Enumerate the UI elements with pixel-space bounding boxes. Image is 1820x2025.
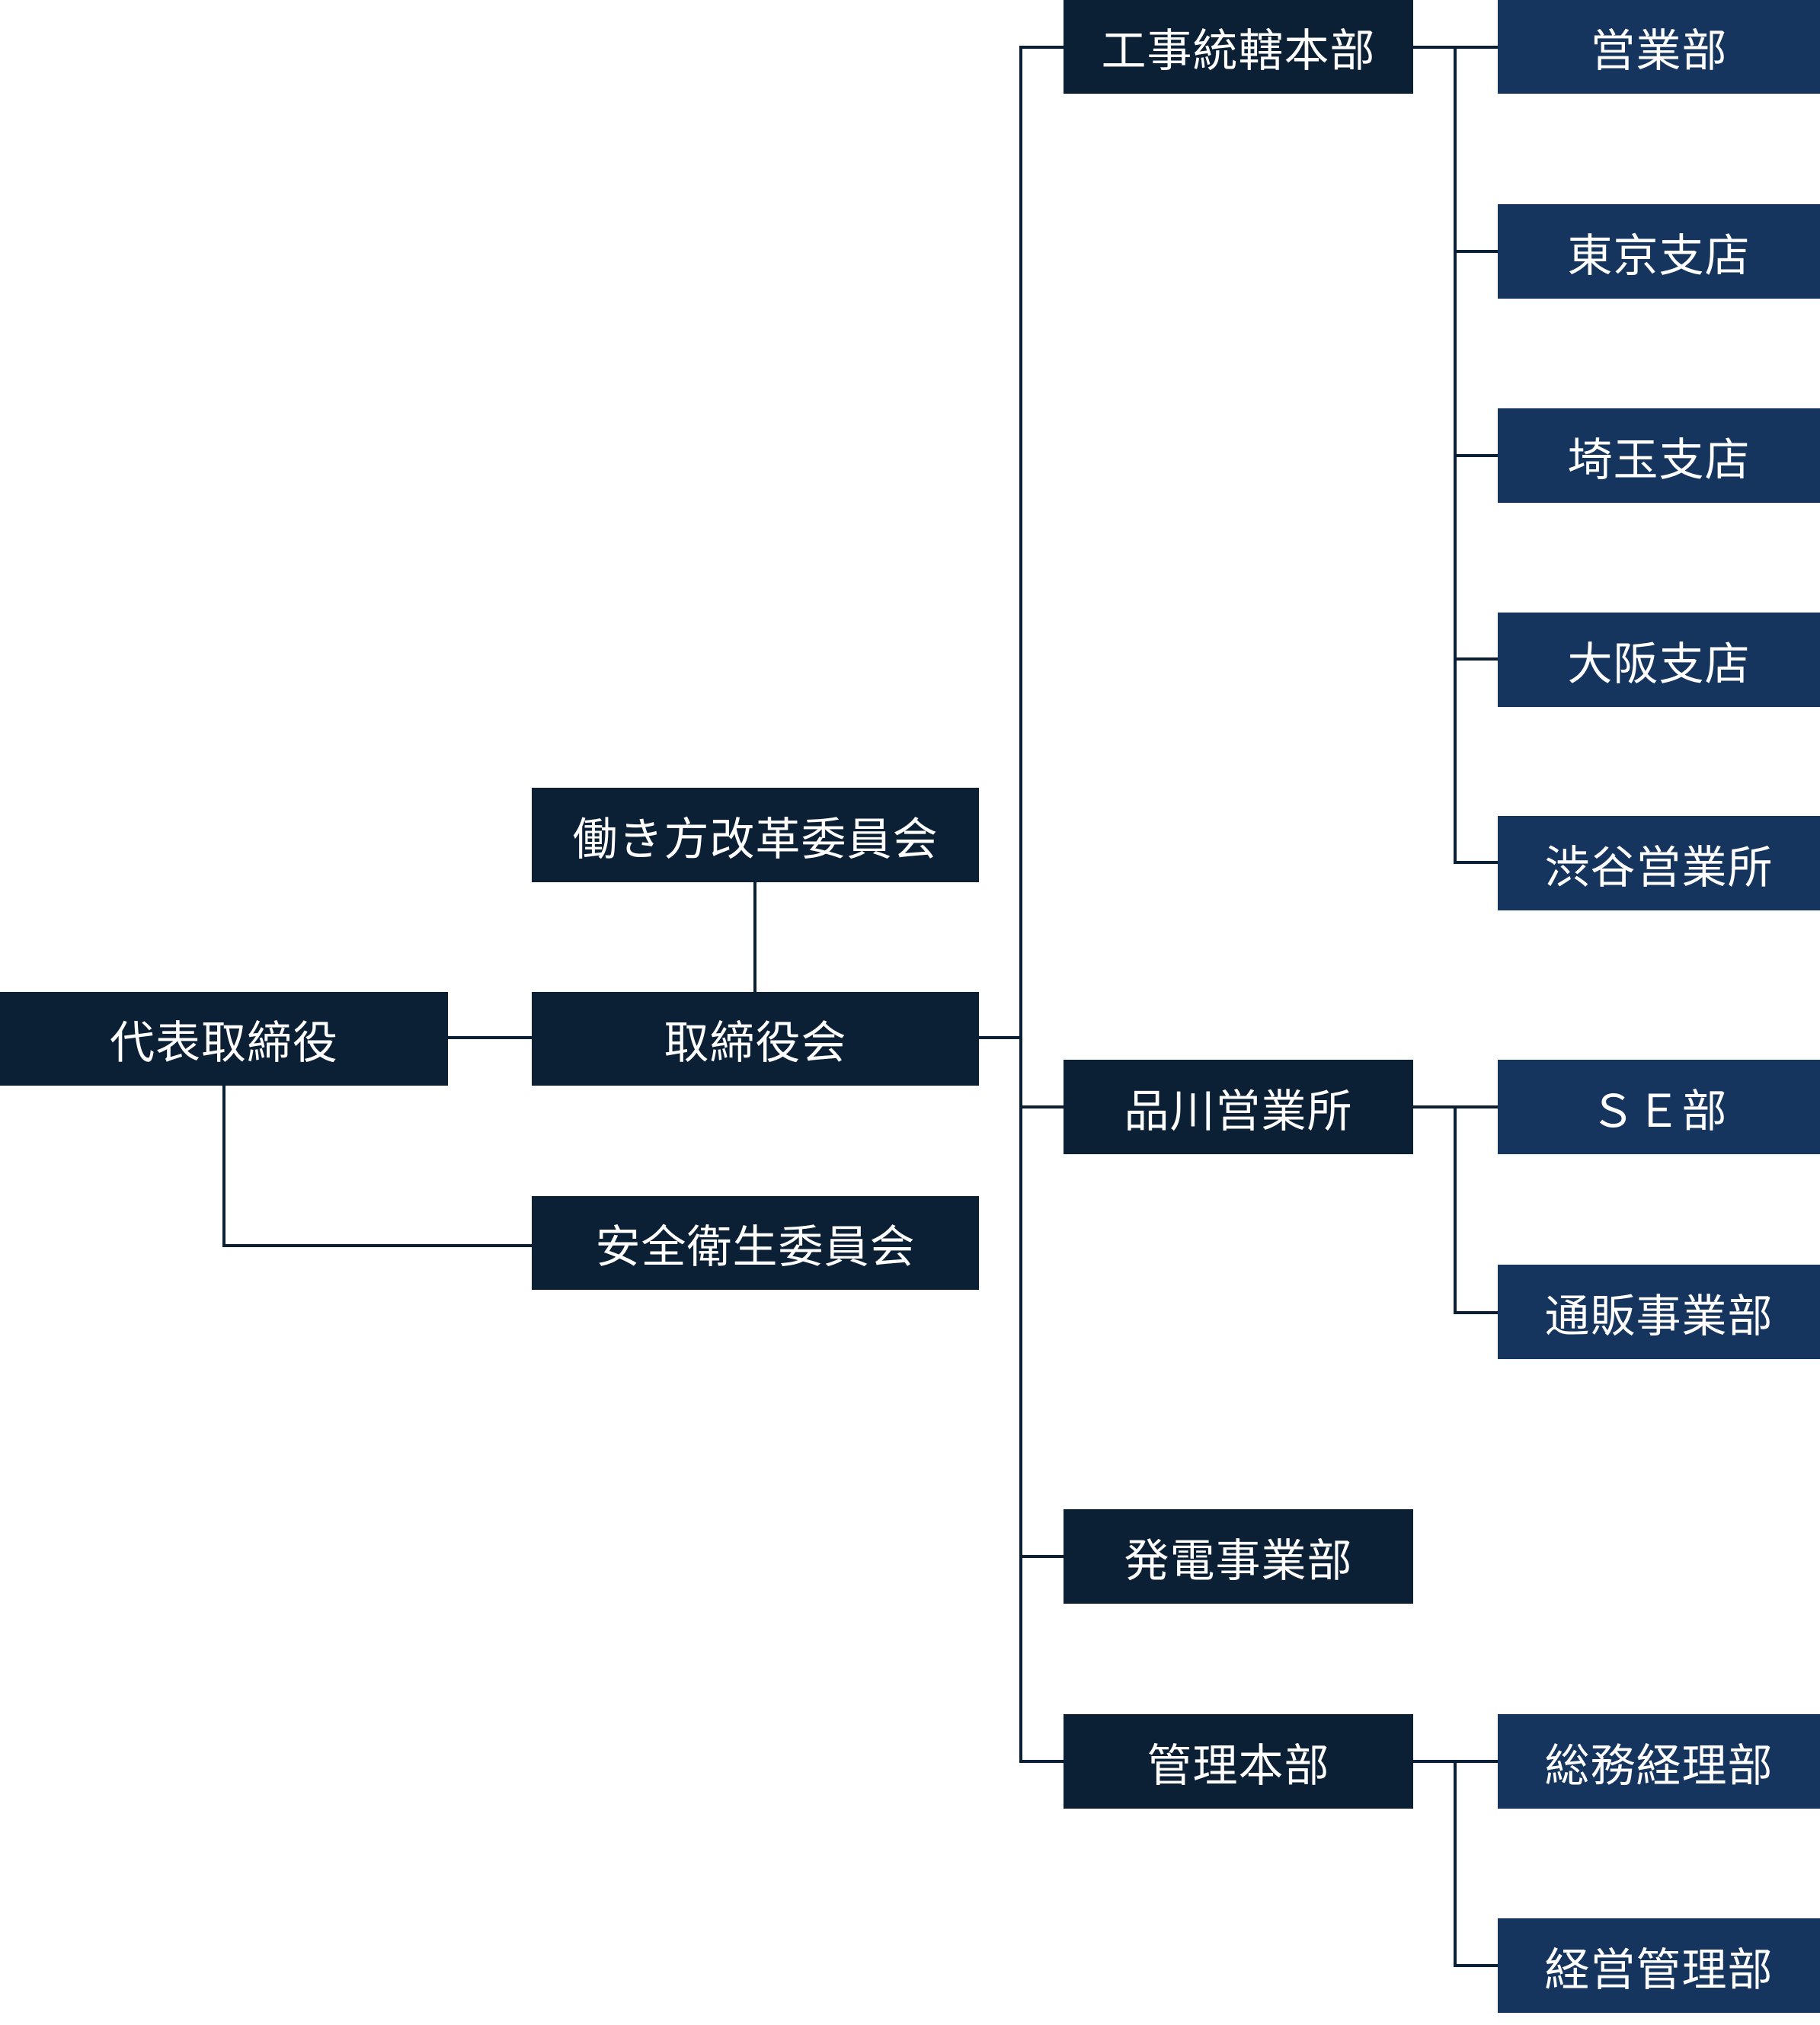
- node-osaka-branch: 大阪支店: [1498, 613, 1820, 707]
- node-power-business: 発電事業部: [1064, 1509, 1413, 1604]
- node-shinagawa-office: 品川営業所: [1064, 1060, 1413, 1154]
- node-construction-hq: 工事統轄本部: [1064, 0, 1413, 94]
- node-general-affairs-accounting: 総務経理部: [1498, 1714, 1820, 1809]
- node-tokyo-branch: 東京支店: [1498, 204, 1820, 299]
- node-workstyle-committee: 働き方改革委員会: [532, 788, 979, 882]
- node-safety-committee: 安全衛生委員会: [532, 1196, 979, 1290]
- node-management-hq: 管理本部: [1064, 1714, 1413, 1809]
- node-sales-dept: 営業部: [1498, 0, 1820, 94]
- node-shibuya-office: 渋谷営業所: [1498, 816, 1820, 910]
- node-mail-order-dept: 通販事業部: [1498, 1265, 1820, 1359]
- node-saitama-branch: 埼玉支店: [1498, 408, 1820, 503]
- node-representative-director: 代表取締役: [0, 992, 448, 1086]
- node-board: 取締役会: [532, 992, 979, 1086]
- node-business-management: 経営管理部: [1498, 1918, 1820, 2013]
- node-se-dept: ＳＥ部: [1498, 1060, 1820, 1154]
